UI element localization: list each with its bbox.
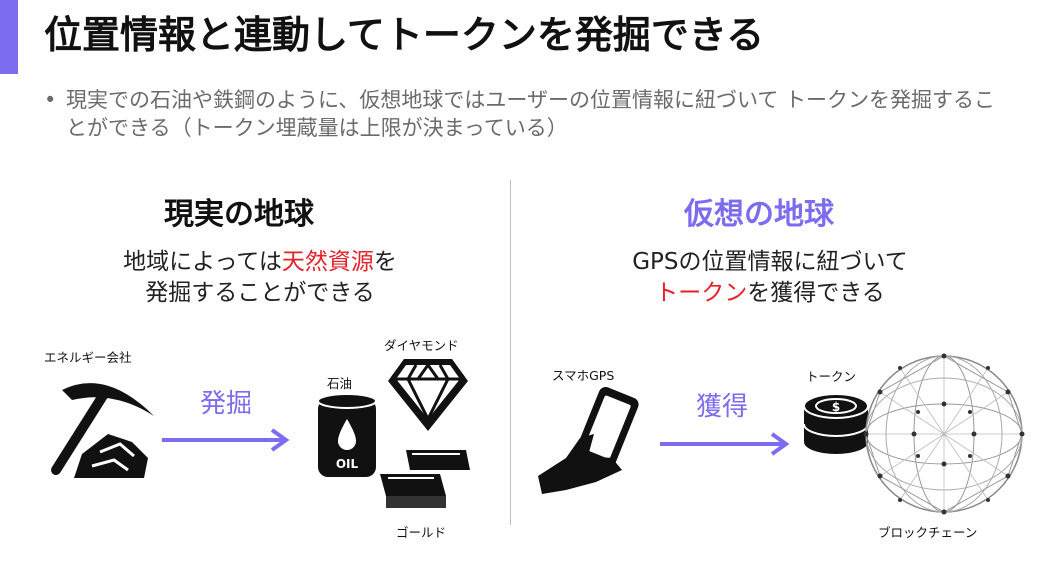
token-highlight: トークン bbox=[655, 280, 748, 306]
mining-arrow-label: 発掘 bbox=[200, 389, 253, 419]
smartphone-hand-icon bbox=[538, 387, 639, 494]
coin-stack-icon: $ bbox=[803, 393, 869, 454]
real-earth-desc-line2: 発掘することができる bbox=[145, 280, 375, 306]
acquire-arrow bbox=[660, 432, 790, 456]
virtual-earth-desc-line1: GPSの位置情報に紐づいて bbox=[632, 249, 908, 275]
section-divider bbox=[510, 180, 511, 525]
svg-text:$: $ bbox=[832, 400, 840, 414]
virtual-earth-description: GPSの位置情報に紐づいて トークンを獲得できる bbox=[600, 247, 940, 309]
oil-label: 石油 bbox=[327, 376, 353, 391]
blockchain-label: ブロックチェーン bbox=[878, 525, 978, 540]
network-globe-icon bbox=[863, 353, 1025, 515]
smartphone-gps-label: スマホGPS bbox=[552, 368, 615, 383]
real-earth-description: 地域によっては天然資源を 発掘することができる bbox=[80, 247, 440, 309]
real-earth-heading: 現実の地球 bbox=[164, 197, 314, 232]
virtual-earth-desc-line2: トークンを獲得できる bbox=[655, 280, 885, 306]
oil-drum-text: OIL bbox=[336, 457, 359, 471]
page-title: 位置情報と連動してトークンを発掘できる bbox=[44, 13, 765, 57]
real-earth-desc-line1: 地域によっては天然資源を bbox=[123, 249, 397, 275]
bullet-dot: • bbox=[44, 88, 57, 112]
virtual-earth-heading: 仮想の地球 bbox=[684, 197, 834, 232]
gold-bars-icon bbox=[380, 450, 470, 508]
diamond-label: ダイヤモンド bbox=[384, 338, 459, 353]
title-accent-bar bbox=[0, 0, 18, 74]
acquire-arrow-label: 獲得 bbox=[696, 392, 749, 422]
gold-label: ゴールド bbox=[396, 525, 447, 540]
bullet-point: • 現実での石油や鉄鋼のように、仮想地球ではユーザーの位置情報に紐づいて トーク… bbox=[44, 86, 1004, 142]
natural-resources-highlight: 天然資源 bbox=[281, 249, 374, 275]
bullet-text: 現実での石油や鉄鋼のように、仮想地球ではユーザーの位置情報に紐づいて トークンを… bbox=[66, 88, 995, 140]
diamond-icon bbox=[388, 359, 468, 431]
mining-arrow bbox=[162, 428, 290, 452]
energy-company-label: エネルギー会社 bbox=[44, 350, 132, 365]
oil-barrel-icon: OIL bbox=[317, 393, 377, 477]
token-label: トークン bbox=[806, 369, 857, 384]
pickaxe-icon bbox=[51, 383, 154, 478]
